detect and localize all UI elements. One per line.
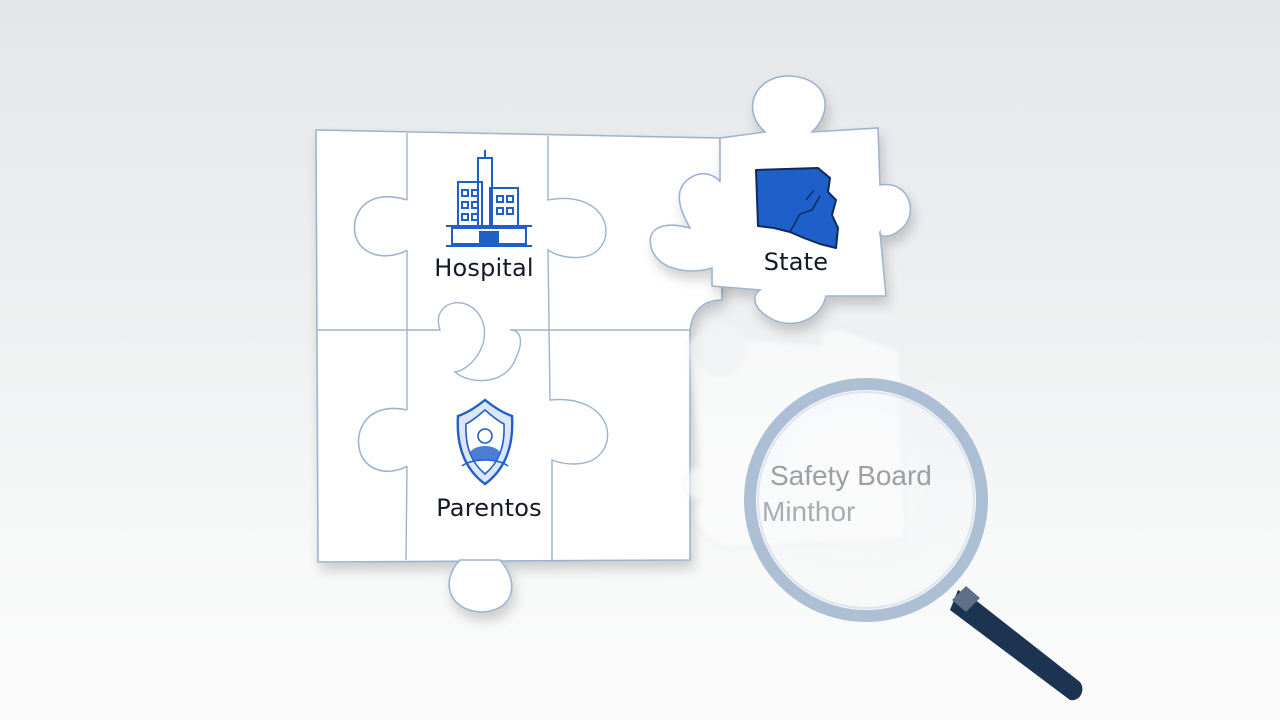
safety-board-label: Safety Board <box>770 460 932 491</box>
puzzle-cut-horizontal <box>318 302 690 382</box>
magnifier-handle <box>950 590 1083 701</box>
puzzle-cut-vertical-mid <box>547 136 609 562</box>
puzzle-knob-left-bottom <box>357 407 408 473</box>
puzzle-knob-bottom <box>448 559 513 613</box>
puzzle-board <box>315 129 723 613</box>
state-label: State <box>763 248 829 276</box>
state-map-icon <box>755 167 839 249</box>
safety-board-sublabel: Minthor <box>762 496 856 527</box>
ghost-piece-knob-top <box>694 324 746 376</box>
puzzle-knob-left-top <box>353 196 408 257</box>
state-map-detail-lines <box>789 189 821 233</box>
parents-label: Parentos <box>436 494 542 522</box>
hospital-building-icon <box>446 150 532 247</box>
puzzle-board-body <box>315 129 723 563</box>
magnifier-lens <box>744 378 988 622</box>
hospital-label: Hospital <box>434 254 534 282</box>
magnifying-glass-icon <box>744 378 1083 701</box>
shield-crest-icon <box>456 398 514 486</box>
